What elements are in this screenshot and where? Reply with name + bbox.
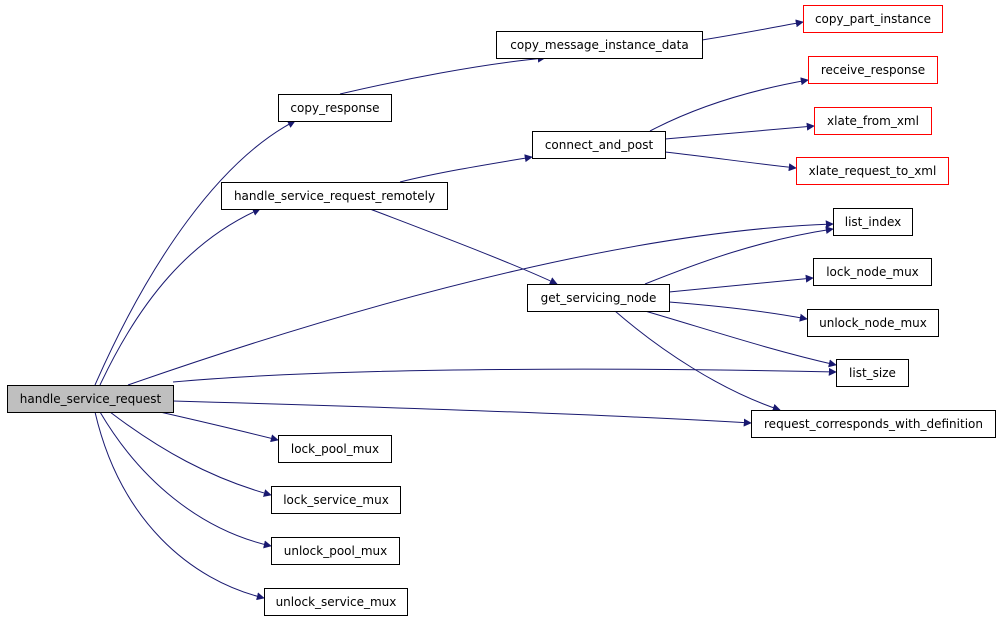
node-label: receive_response [821, 63, 925, 77]
node-label: unlock_node_mux [819, 316, 927, 330]
node-box [803, 5, 943, 33]
node-box [271, 537, 400, 565]
edge-handle_service_request-to-unlock_service_mux [94, 411, 265, 601]
node-label: copy_part_instance [815, 12, 931, 26]
node-get-servicing-node[interactable]: get_servicing_node [527, 284, 670, 312]
edge-handle_service_request-to-unlock_pool_mux [99, 411, 272, 549]
node-box [813, 258, 932, 286]
node-label: xlate_from_xml [827, 114, 919, 128]
node-connect-and-post[interactable]: connect_and_post [532, 131, 666, 159]
node-box [527, 284, 670, 312]
node-label: unlock_service_mux [276, 595, 397, 609]
node-label: get_servicing_node [541, 291, 657, 305]
node-label: request_corresponds_with_definition [764, 417, 983, 431]
edge-connect_and_post-to-xlate_from_xml [664, 122, 815, 140]
node-unlock-pool-mux[interactable]: unlock_pool_mux [271, 537, 400, 565]
node-label: list_size [849, 366, 896, 380]
edge-handle_service_request-to-list_index [127, 220, 834, 386]
node-request-corresponds-with-definition[interactable]: request_corresponds_with_definition [751, 410, 996, 438]
edge-handle_service_request-to-lock_service_mux [109, 411, 272, 497]
edges-layer [94, 19, 837, 601]
edge-copy_message_instance_data-to-copy_part_instance [701, 19, 804, 41]
edge-handle_service_request_remotely-to-connect_and_post [399, 154, 533, 183]
edge-handle_service_request-to-lock_pool_mux [159, 411, 279, 443]
node-label: lock_service_mux [283, 493, 389, 507]
node-label: unlock_pool_mux [284, 544, 387, 558]
node-box [7, 385, 174, 413]
edge-connect_and_post-to-xlate_request_to_xml [664, 151, 797, 172]
edge-copy_response-to-copy_message_instance_data [339, 54, 546, 95]
edge-get_servicing_node-to-unlock_node_mux [668, 301, 808, 322]
node-box [221, 182, 448, 210]
node-label: handle_service_request [20, 392, 162, 406]
nodes-layer: handle_service_request copy_response copy_… [7, 5, 996, 616]
node-box [836, 359, 909, 387]
node-list-size[interactable]: list_size [836, 359, 909, 387]
node-box [807, 309, 939, 337]
node-lock-pool-mux[interactable]: lock_pool_mux [278, 435, 392, 463]
node-box [751, 410, 996, 438]
edge-handle_service_request_remotely-to-get_servicing_node [369, 208, 558, 285]
node-lock-service-mux[interactable]: lock_service_mux [271, 486, 401, 514]
node-box [814, 107, 932, 135]
node-label: handle_service_request_remotely [234, 189, 435, 203]
edge-handle_service_request-to-list_size [172, 367, 837, 383]
edge-get_servicing_node-to-request_corresponds_with_definition [614, 310, 781, 412]
node-handle-service-request[interactable]: handle_service_request [7, 385, 174, 413]
node-xlate-from-xml[interactable]: xlate_from_xml [814, 107, 932, 135]
node-xlate-request-to-xml[interactable]: xlate_request_to_xml [796, 157, 949, 185]
node-handle-service-request-remotely[interactable]: handle_service_request_remotely [221, 182, 448, 210]
edge-handle_service_request-to-handle_service_request_remotely [99, 208, 261, 386]
node-box [496, 31, 703, 59]
node-box [271, 486, 401, 514]
edge-connect_and_post-to-receive_response [649, 77, 809, 132]
node-box [264, 588, 408, 616]
node-box [278, 94, 392, 122]
edge-handle_service_request-to-request_corresponds_with_definition [172, 400, 752, 427]
node-box [278, 435, 392, 463]
node-label: lock_node_mux [826, 265, 919, 279]
node-label: list_index [845, 215, 901, 229]
node-label: copy_message_instance_data [510, 38, 688, 52]
node-box [808, 56, 938, 84]
node-unlock-node-mux[interactable]: unlock_node_mux [807, 309, 939, 337]
node-box [796, 157, 949, 185]
node-label: lock_pool_mux [291, 442, 379, 456]
edge-handle_service_request-to-copy_response [94, 120, 296, 386]
node-label: xlate_request_to_xml [809, 164, 937, 178]
node-box [833, 208, 913, 236]
node-box [532, 131, 666, 159]
node-lock-node-mux[interactable]: lock_node_mux [813, 258, 932, 286]
node-copy-message-instance-data[interactable]: copy_message_instance_data [496, 31, 703, 59]
node-label: copy_response [290, 101, 379, 115]
node-list-index[interactable]: list_index [833, 208, 913, 236]
node-label: connect_and_post [545, 138, 654, 152]
edge-get_servicing_node-to-lock_node_mux [668, 274, 814, 293]
node-copy-response[interactable]: copy_response [278, 94, 392, 122]
node-unlock-service-mux[interactable]: unlock_service_mux [264, 588, 408, 616]
node-receive-response[interactable]: receive_response [808, 56, 938, 84]
edge-get_servicing_node-to-list_size [644, 310, 837, 368]
node-copy-part-instance[interactable]: copy_part_instance [803, 5, 943, 33]
edge-get_servicing_node-to-list_index [644, 226, 834, 285]
